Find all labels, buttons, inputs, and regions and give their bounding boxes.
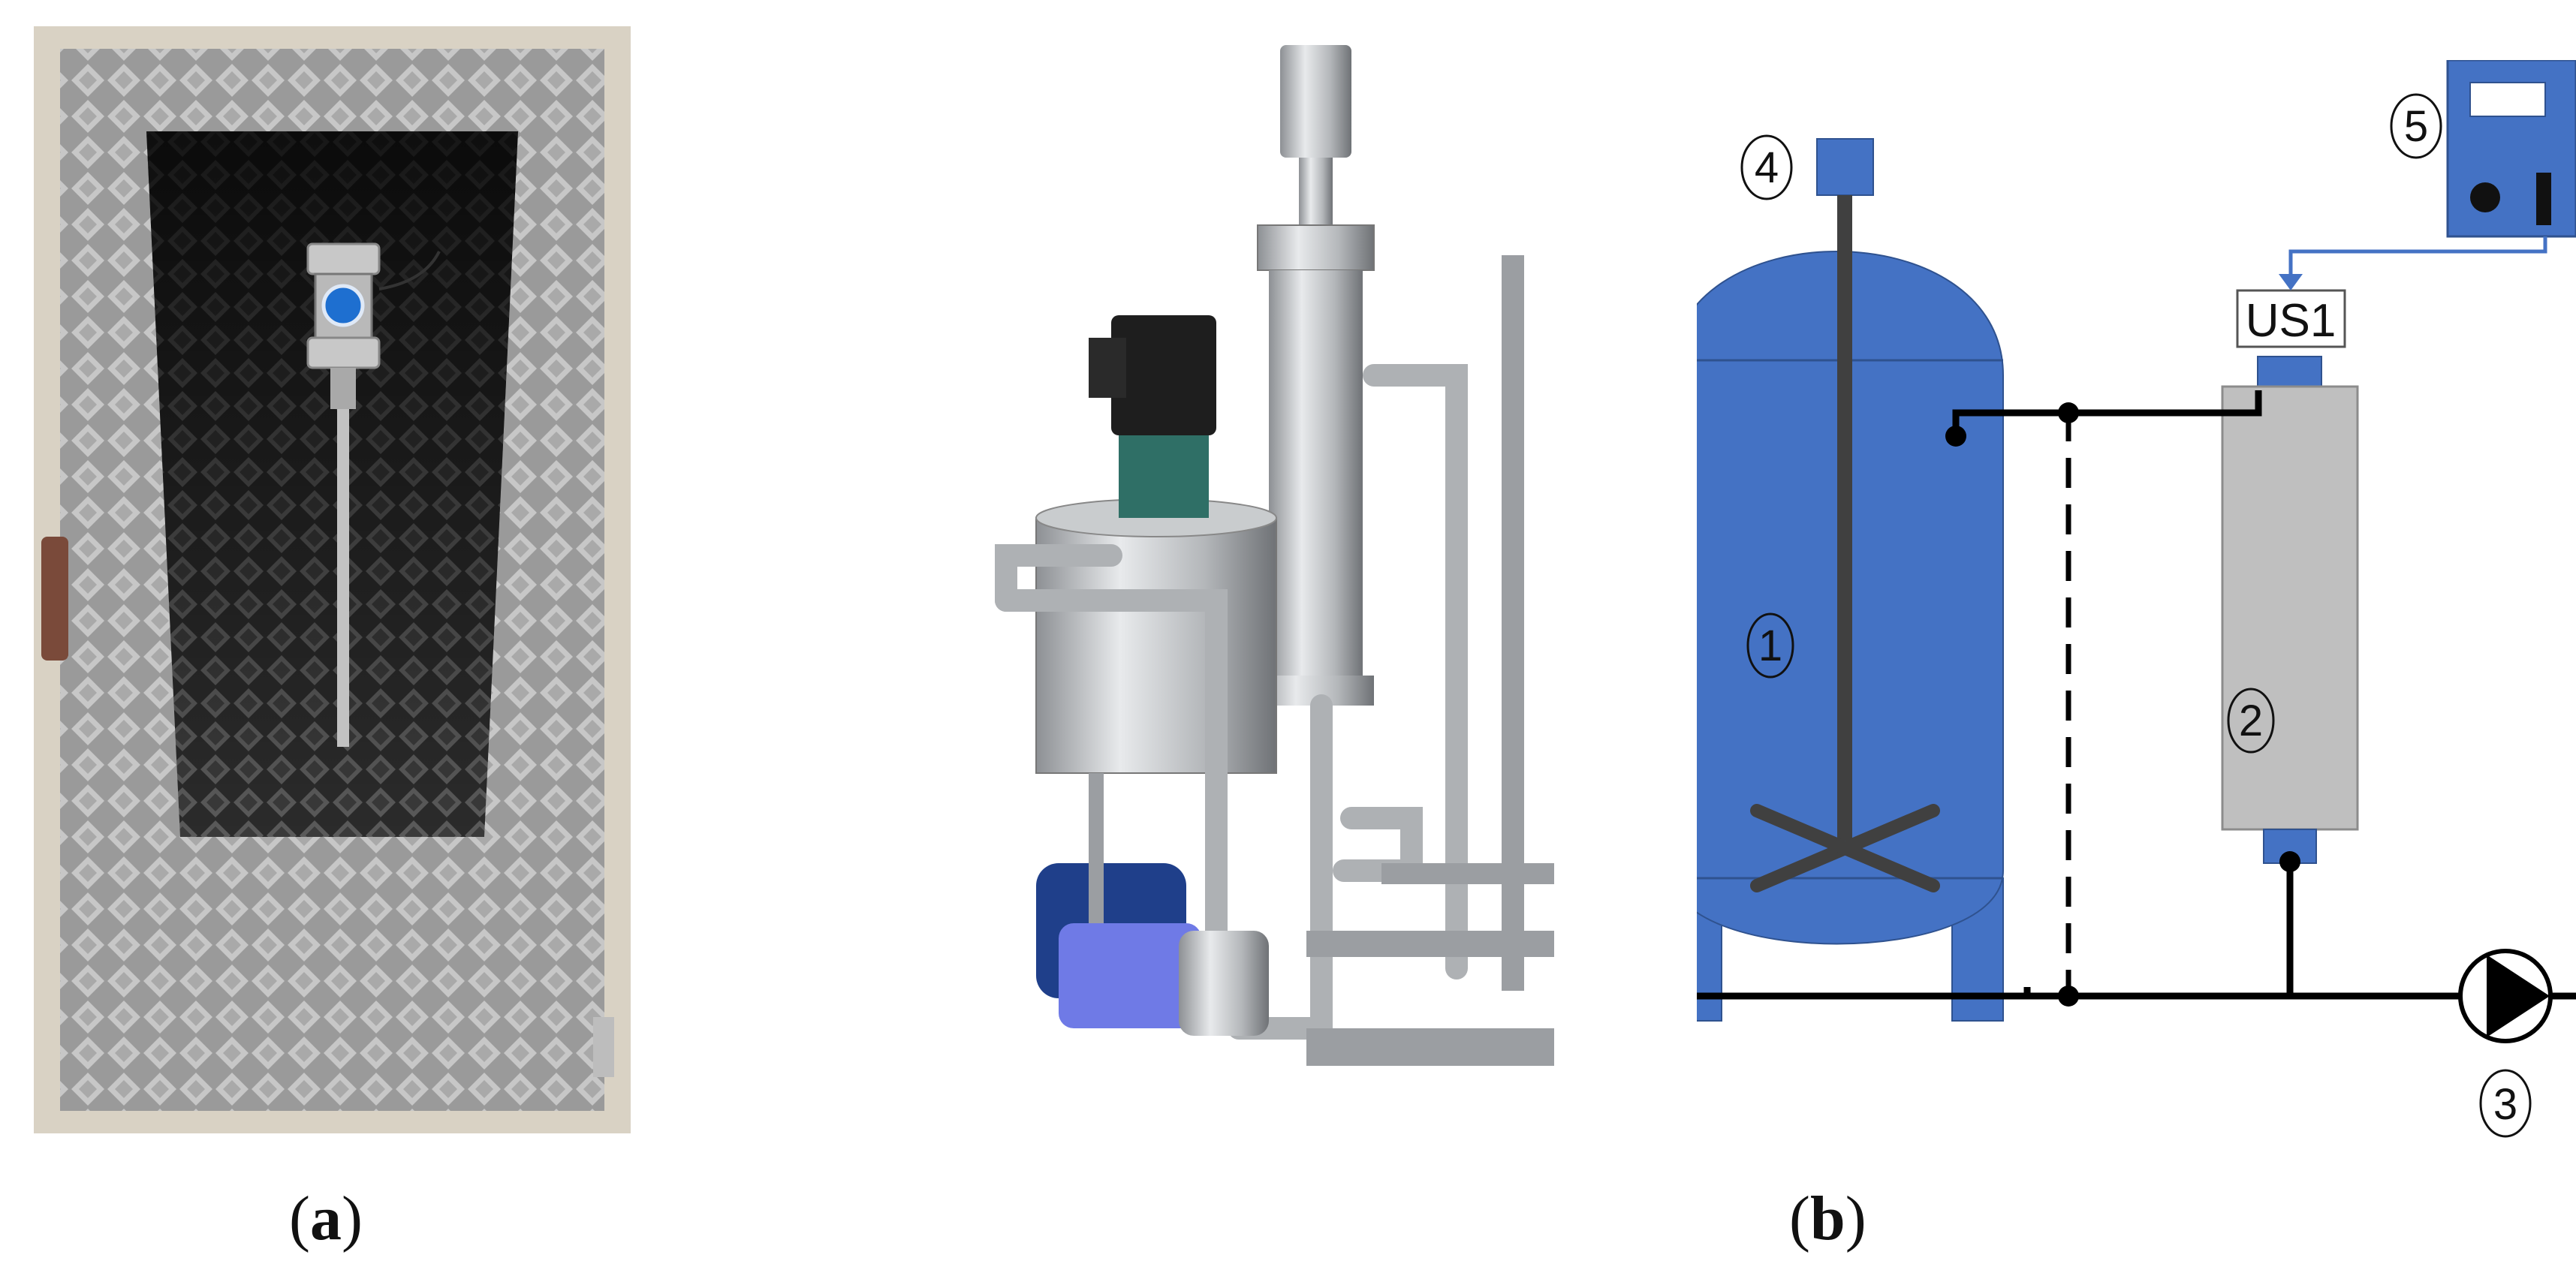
process-rig-photo bbox=[991, 30, 1554, 1118]
caption-b-open: ( bbox=[1789, 1184, 1810, 1253]
stirrer-shaft bbox=[1750, 138, 1940, 892]
caption-b-close: ) bbox=[1845, 1184, 1866, 1253]
ultrasonic-probe bbox=[306, 242, 441, 747]
callout-stirrer: 4 bbox=[1740, 134, 1793, 200]
callout-tank: 1 bbox=[1746, 612, 1794, 679]
callout-cell-number: 2 bbox=[2239, 697, 2263, 745]
callout-pump-number: 3 bbox=[2493, 1080, 2517, 1129]
door-hinge bbox=[593, 1017, 614, 1077]
pump-motor bbox=[1036, 863, 1269, 1036]
ultrasonic-cell-symbol bbox=[2221, 356, 2359, 864]
caption-a-open: ( bbox=[289, 1184, 310, 1253]
door-handle bbox=[41, 537, 68, 661]
caption-panel-a: (a) bbox=[289, 1182, 363, 1255]
stirred-tank bbox=[1035, 315, 1277, 774]
callout-pump: 3 bbox=[2479, 1069, 2532, 1138]
foam-floor bbox=[105, 837, 559, 1092]
callout-stirrer-number: 4 bbox=[1755, 143, 1779, 192]
pump-symbol bbox=[2458, 949, 2553, 1043]
caption-b-letter: b bbox=[1809, 1184, 1845, 1253]
callout-tank-number: 1 bbox=[1758, 621, 1782, 670]
rig-frame bbox=[1089, 255, 1554, 1066]
process-schematic: US1 bbox=[1644, 59, 2576, 1141]
ultrasound-generator bbox=[2446, 59, 2576, 238]
caption-panel-b: (b) bbox=[1789, 1182, 1866, 1255]
transducer-label: US1 bbox=[2246, 295, 2336, 347]
callout-cell: 2 bbox=[2227, 688, 2275, 754]
callout-generator: 5 bbox=[2390, 93, 2442, 159]
generator-cable bbox=[2279, 236, 2547, 290]
caption-a-close: ) bbox=[341, 1184, 363, 1253]
transducer-box: US1 bbox=[2236, 289, 2346, 348]
caption-a-letter: a bbox=[309, 1184, 342, 1253]
recirculation-lines bbox=[1650, 987, 2576, 1000]
callout-generator-number: 5 bbox=[2404, 102, 2428, 151]
acoustic-enclosure-photo bbox=[34, 26, 631, 1133]
